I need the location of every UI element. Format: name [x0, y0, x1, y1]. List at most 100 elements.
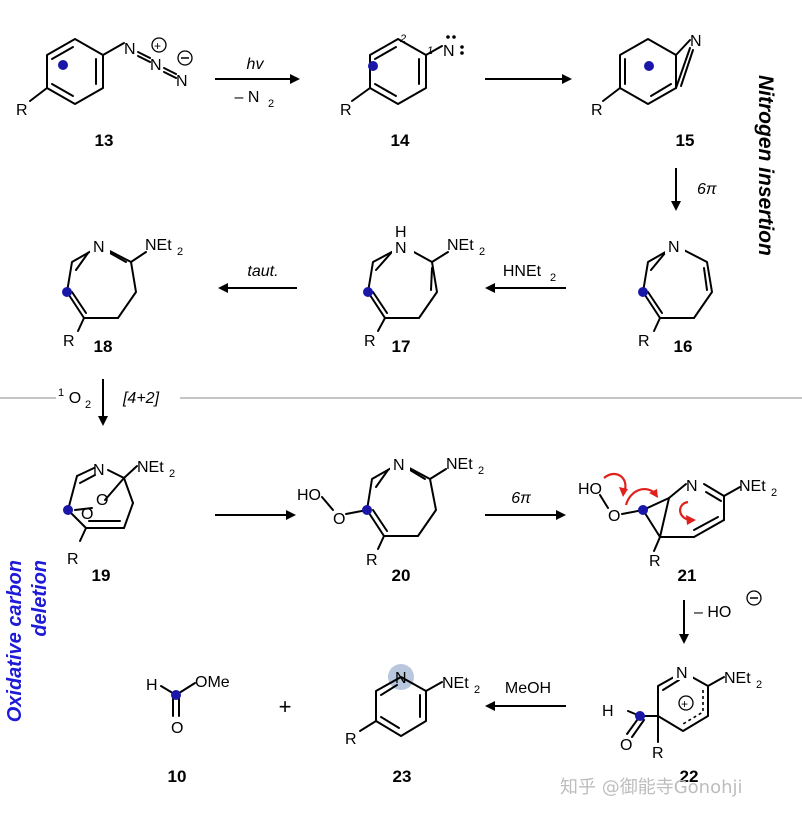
svg-text:2: 2	[478, 465, 484, 477]
condition-hv: hv	[247, 56, 265, 73]
hydroperoxide-ho: HO	[578, 481, 602, 498]
hydroperoxide-o: O	[608, 508, 620, 525]
svg-text:2: 2	[550, 272, 556, 284]
compound-label-17: 17	[392, 337, 411, 356]
compound-22: N NEt 2 + H O R 22	[602, 662, 762, 786]
condition-minus-hydroxide: – HO	[694, 604, 731, 621]
pyridine-n: N	[395, 670, 407, 687]
position-1-label: 1	[427, 45, 433, 57]
formyl-h: H	[146, 677, 158, 694]
compound-label-21: 21	[678, 566, 697, 585]
compound-15: N R 15	[591, 33, 702, 150]
compound-label-23: 23	[393, 767, 412, 786]
labeled-carbon-dot	[368, 61, 378, 71]
condition-taut: taut.	[247, 263, 278, 280]
labeled-carbon-dot	[638, 287, 648, 297]
compound-label-19: 19	[92, 566, 111, 585]
r-group: R	[67, 551, 79, 568]
r-group: R	[638, 333, 650, 350]
compound-label-22: 22	[680, 767, 699, 786]
section-label-oxidative-line1: Oxidative carbon	[4, 560, 26, 722]
compound-label-13: 13	[95, 131, 114, 150]
arrow-14-to-15	[485, 74, 572, 84]
hydroperoxide-ho: HO	[297, 487, 321, 504]
condition-6pi: 6π	[697, 181, 717, 198]
arrow-13-to-14: hv – N 2	[215, 56, 300, 110]
compound-13: R N N + N 13	[16, 37, 193, 150]
labeled-carbon-dot	[362, 505, 372, 515]
ring-n: N	[93, 239, 105, 256]
r-group: R	[652, 745, 664, 762]
peroxide-o1: O	[96, 492, 108, 509]
condition-singlet-oxygen: O	[69, 390, 81, 407]
arrow-17-to-18: taut.	[218, 263, 297, 293]
substituent-net2: NEt	[137, 459, 164, 476]
hydroperoxide-o: O	[333, 511, 345, 528]
arrow-20-to-21: 6π	[485, 490, 566, 520]
r-group: R	[16, 102, 28, 119]
r-group: R	[591, 102, 603, 119]
svg-text:+: +	[154, 39, 161, 53]
watermark: 知乎 @御能寺Gonohji	[560, 777, 743, 798]
ring-n: N	[93, 462, 105, 479]
condition-meoh: MeOH	[505, 680, 551, 697]
r-group: R	[340, 102, 352, 119]
peroxide-o2: O	[81, 506, 93, 523]
azirine-n: N	[690, 33, 702, 50]
compound-20: N NEt 2 O HO R 20	[297, 454, 484, 585]
labeled-carbon-dot	[363, 287, 373, 297]
compound-16: N R 16	[638, 236, 713, 356]
condition-minus-n2: – N	[235, 89, 260, 106]
r-group: R	[366, 552, 378, 569]
aldehyde-o: O	[620, 737, 632, 754]
pyridinium-n: N	[676, 665, 688, 682]
compound-19: N NEt 2 O O R 19	[63, 459, 175, 585]
amine-h: H	[395, 224, 407, 241]
substituent-net2: NEt	[442, 675, 469, 692]
compound-label-16: 16	[674, 337, 693, 356]
compound-14: R N 2 1 14	[340, 33, 464, 150]
svg-text:2: 2	[474, 684, 480, 696]
condition-4plus2: [4+2]	[122, 390, 160, 407]
svg-text:2: 2	[479, 246, 485, 258]
svg-text:2: 2	[268, 98, 274, 110]
svg-text:1: 1	[58, 387, 64, 399]
substituent-net2: NEt	[447, 237, 474, 254]
labeled-carbon-dot	[638, 505, 648, 515]
substituent-net2: NEt	[739, 478, 766, 495]
carbonyl-o: O	[171, 720, 183, 737]
substituent-net2: NEt	[145, 237, 172, 254]
labeled-carbon-dot	[63, 505, 73, 515]
aldehyde-h: H	[602, 703, 614, 720]
curly-arrow-2	[624, 488, 657, 506]
plus-sign: +	[279, 694, 292, 719]
arrow-15-to-16: 6π	[671, 168, 717, 211]
svg-text:2: 2	[85, 399, 91, 411]
substituent-net2: NEt	[446, 456, 473, 473]
compound-21: N NEt 2 O HO R 21	[578, 472, 777, 585]
nitrene-n: N	[443, 43, 455, 60]
arrow-19-to-20	[215, 510, 296, 520]
labeled-carbon-dot	[62, 287, 72, 297]
condition-hnet2: HNEt	[503, 263, 542, 280]
labeled-carbon-dot	[644, 61, 654, 71]
section-label-oxidative-line2: deletion	[29, 560, 51, 637]
arrow-22-to-23: MeOH	[485, 680, 566, 711]
compound-10: H OMe O 10	[146, 674, 230, 786]
ring-nh: N	[395, 240, 407, 257]
azide-n3: N	[176, 73, 188, 90]
compound-label-18: 18	[94, 337, 113, 356]
r-group: R	[63, 333, 75, 350]
labeled-carbon-dot	[635, 711, 645, 721]
section-label-nitrogen-insertion: Nitrogen insertion	[754, 75, 777, 256]
r-group: R	[345, 731, 357, 748]
compound-18: N NEt 2 R 18	[62, 236, 183, 356]
svg-text:2: 2	[177, 246, 183, 258]
arrow-21-to-22: – HO	[679, 590, 762, 644]
svg-text:2: 2	[169, 468, 175, 480]
compound-label-14: 14	[391, 131, 410, 150]
azide-n2: N	[150, 57, 162, 74]
compound-label-20: 20	[392, 566, 411, 585]
arrow-18-to-19: 1 O 2 [4+2]	[58, 379, 160, 426]
